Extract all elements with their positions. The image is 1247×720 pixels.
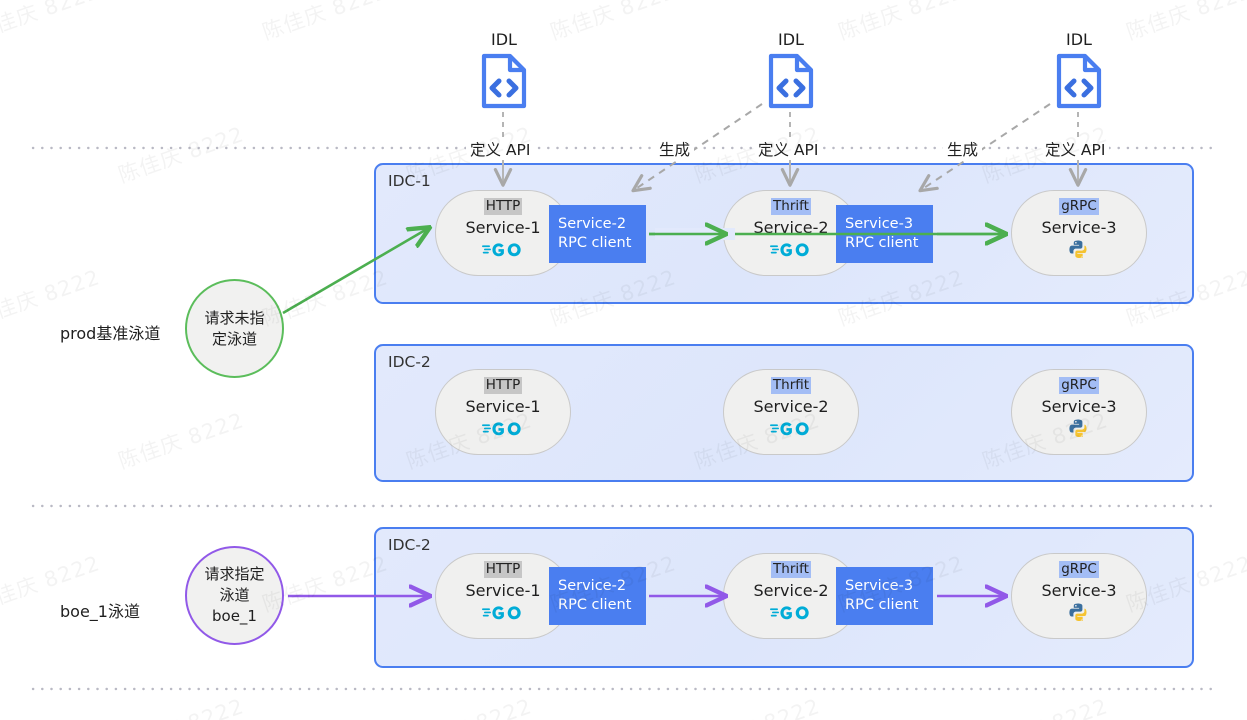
idc-panel-label: IDC-2 <box>388 536 431 554</box>
rpc-client-line-2: RPC client <box>845 235 919 251</box>
rpc-client-line-2: RPC client <box>558 597 632 613</box>
service-name: Service-2 <box>753 397 829 416</box>
service-node-http-service-1[interactable]: HTTP Service-1 <box>435 553 571 639</box>
edge-caption-define-api-2: 定义 API <box>754 138 823 160</box>
service-node-thrift-service-2[interactable]: Thrfit Service-2 <box>723 369 859 455</box>
service-name: Service-1 <box>465 218 541 237</box>
service-node-http-service-1[interactable]: HTTP Service-1 <box>435 369 571 455</box>
request-arrow-green-entry <box>282 229 427 315</box>
rpc-client-line-1: Service-2 <box>558 216 627 232</box>
idc-panel-label: IDC-2 <box>388 353 431 371</box>
request-circle-no-lane[interactable]: 请求未指 定泳道 <box>185 279 284 378</box>
request-circle-line-1: 请求未指 <box>204 308 265 327</box>
go-logo-icon <box>482 602 524 624</box>
request-circle-line-1: 请求指定 <box>204 565 265 583</box>
generate-arrow-2 <box>918 103 1051 193</box>
idl-label: IDL <box>491 30 517 49</box>
service-name: Service-2 <box>753 218 829 237</box>
edge-caption-generate-1: 生成 <box>655 138 695 160</box>
protocol-badge-thrift: Thrift <box>771 561 811 578</box>
rpc-client-line-1: Service-2 <box>558 578 627 594</box>
code-file-icon <box>1055 53 1103 113</box>
rpc-client-box-service-2[interactable]: Service-2 RPC client <box>549 205 646 263</box>
service-name: Service-1 <box>465 581 541 600</box>
request-circle-line-2: 泳道 <box>219 586 250 604</box>
edge-caption-define-api-1: 定义 API <box>466 138 535 160</box>
protocol-badge-thrift: Thrift <box>771 198 811 215</box>
service-name: Service-1 <box>465 397 541 416</box>
edge-caption-generate-2: 生成 <box>943 138 983 160</box>
go-logo-icon <box>770 418 812 440</box>
service-node-http-service-1[interactable]: HTTP Service-1 <box>435 190 571 276</box>
idc-panel-label: IDC-1 <box>388 172 431 190</box>
service-name: Service-3 <box>1041 397 1117 416</box>
service-name: Service-3 <box>1041 581 1117 600</box>
lane-label-boe: boe_1泳道 <box>60 602 140 621</box>
service-name: Service-3 <box>1041 218 1117 237</box>
rpc-client-box-service-2[interactable]: Service-2 RPC client <box>549 567 646 625</box>
idl-label: IDL <box>1066 30 1092 49</box>
protocol-badge-grpc: gRPC <box>1059 561 1099 578</box>
go-logo-icon <box>482 239 524 261</box>
protocol-badge-grpc: gRPC <box>1059 198 1099 215</box>
generate-arrow-1 <box>631 103 763 193</box>
go-logo-icon <box>770 239 812 261</box>
python-logo-icon <box>1068 239 1090 261</box>
rpc-client-line-2: RPC client <box>558 235 632 251</box>
service-node-grpc-service-3[interactable]: gRPC Service-3 <box>1011 190 1147 276</box>
idl-node-3[interactable]: IDL <box>1044 30 1114 114</box>
idl-node-2[interactable]: IDL <box>756 30 826 114</box>
service-node-grpc-service-3[interactable]: gRPC Service-3 <box>1011 369 1147 455</box>
edge-caption-define-api-3: 定义 API <box>1041 138 1110 160</box>
service-node-grpc-service-3[interactable]: gRPC Service-3 <box>1011 553 1147 639</box>
go-logo-icon <box>482 418 524 440</box>
protocol-badge-http: HTTP <box>483 377 523 394</box>
rpc-client-line-1: Service-3 <box>845 578 914 594</box>
protocol-badge-thrift: Thrfit <box>770 377 812 394</box>
go-logo-icon <box>770 602 812 624</box>
service-name: Service-2 <box>753 581 829 600</box>
request-circle-line-2: 定泳道 <box>211 329 257 348</box>
idl-label: IDL <box>778 30 804 49</box>
code-file-icon <box>480 53 528 113</box>
request-circle-lane-boe1[interactable]: 请求指定 泳道 boe_1 <box>185 546 284 645</box>
request-circle-line-3: boe_1 <box>212 607 257 625</box>
protocol-badge-http: HTTP <box>483 198 523 215</box>
rpc-client-box-service-3[interactable]: Service-3 RPC client <box>836 567 933 625</box>
python-logo-icon <box>1068 418 1090 440</box>
protocol-badge-http: HTTP <box>483 561 523 578</box>
lane-label-prod: prod基准泳道 <box>60 324 161 343</box>
python-logo-icon <box>1068 602 1090 624</box>
idl-node-1[interactable]: IDL <box>469 30 539 114</box>
rpc-client-line-2: RPC client <box>845 597 919 613</box>
code-file-icon <box>767 53 815 113</box>
protocol-badge-grpc: gRPC <box>1059 377 1099 394</box>
rpc-client-line-1: Service-3 <box>845 216 914 232</box>
